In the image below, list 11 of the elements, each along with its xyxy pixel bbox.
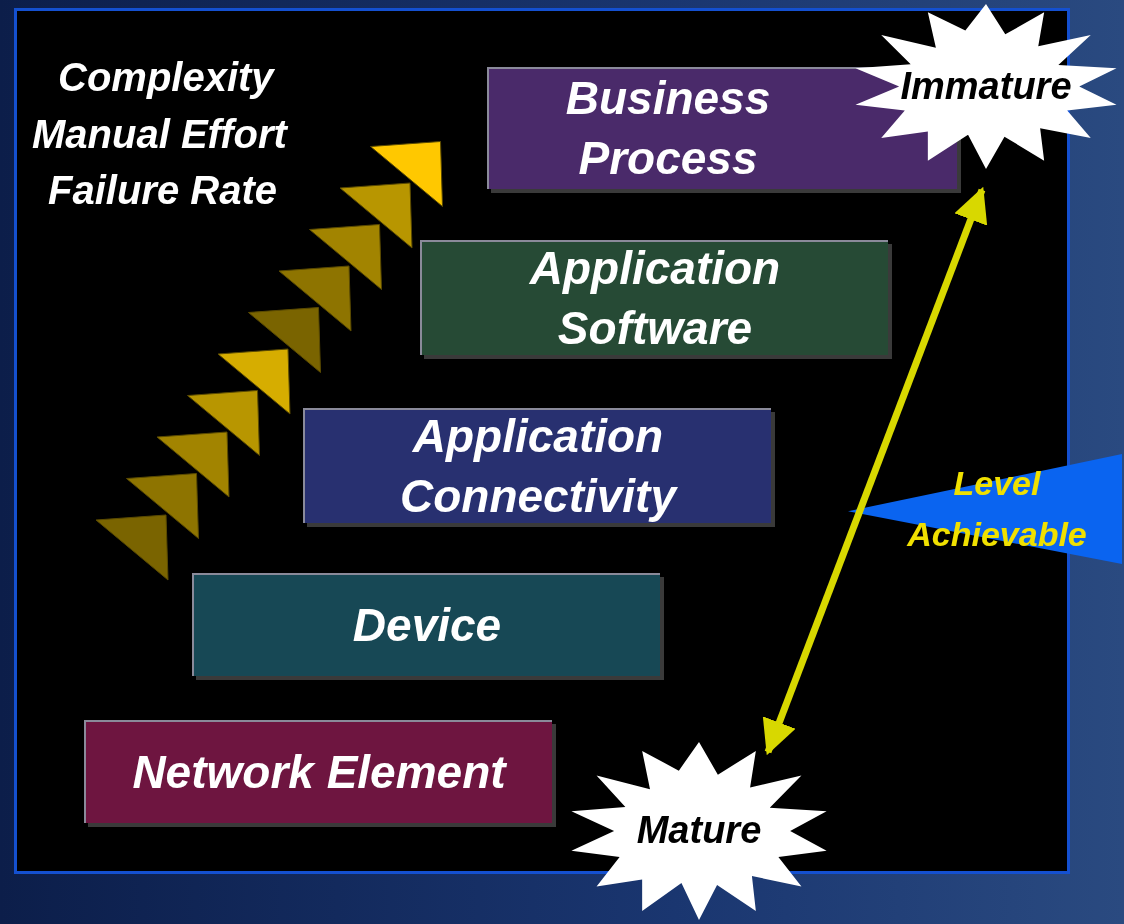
layer-label: Network Element [132,744,506,800]
layer-label: Application Software [528,240,782,356]
starburst-label: Immature [900,63,1072,109]
starburst-label: Mature [636,808,762,854]
layer-label: Device [352,597,502,653]
axis-note: Failure Rate [48,168,277,213]
axis-note: Manual Effort [32,112,287,157]
layer-label: Business Process [564,71,772,186]
axis-note: Complexity [58,55,274,100]
layer-label: Application Connectivity [398,408,679,524]
double-arrow [762,186,988,756]
